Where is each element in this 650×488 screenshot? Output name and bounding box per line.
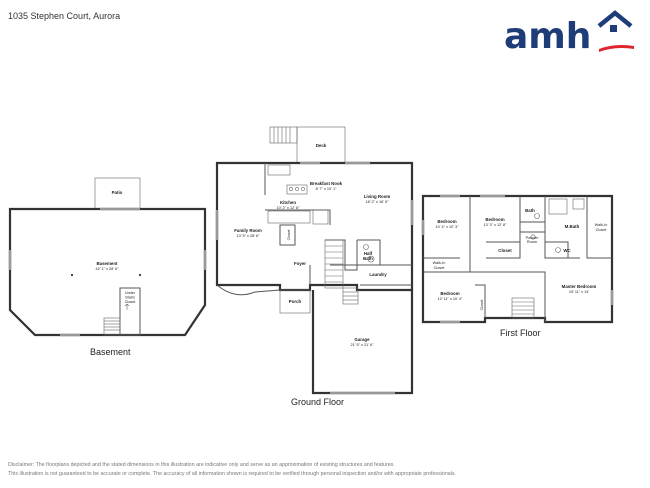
- property-address: 1035 Stephen Court, Aurora: [8, 11, 121, 21]
- breakfast-nook-label: Breakfast Nook: [310, 181, 343, 186]
- bedroom-b-dims: 13' 3" x 12' 8": [484, 223, 508, 227]
- first-closet-label: Closet: [498, 248, 512, 253]
- half-bath-wall: [357, 239, 381, 265]
- deck-label: Deck: [316, 143, 327, 148]
- half-bath-label-2: Bath: [363, 256, 373, 261]
- master-walk-in-label: Walk-In: [595, 223, 608, 227]
- kitchen-dims: 10' 2" x 12' 8": [277, 206, 301, 210]
- deck-stairs: [269, 126, 298, 144]
- under-stairs-closet-label-3: Closet: [125, 300, 137, 304]
- porch-label: Porch: [289, 299, 302, 304]
- basement-stairs: [103, 303, 130, 336]
- family-room-label: Family Room: [234, 228, 262, 233]
- under-stairs-closet-label: Under: [125, 291, 136, 295]
- under-stairs-closet-label-2: Stairs: [125, 296, 135, 300]
- half-bath-label: Half: [364, 251, 373, 256]
- bedroom-b-label: Bedroom: [485, 217, 504, 222]
- kitchen-counter-wall: [265, 209, 331, 225]
- amh-logo-text: amh: [504, 16, 591, 54]
- ground-closet-outline: [279, 224, 296, 246]
- first-floor-caption: First Floor: [500, 328, 541, 338]
- ground-closet-label: Closet: [287, 229, 291, 241]
- garage-dims: 21' 5" x 21' 6": [351, 343, 375, 347]
- amh-logo: amh: [503, 8, 638, 59]
- disclaimer-line-1: Disclaimer: The floorplans depicted and …: [8, 462, 395, 468]
- small-walk-in-label: Walk-In: [433, 261, 446, 265]
- kitchen-label: Kitchen: [280, 200, 296, 205]
- amh-logo-mark: amh: [504, 10, 634, 57]
- bedroom-a-dims: 10' 4" x 10' 3": [436, 225, 460, 229]
- bedroom-c-label: Bedroom: [440, 291, 459, 296]
- first-closet-outline: [486, 241, 521, 259]
- master-bedroom-label: Master Bedroom: [562, 284, 597, 289]
- disclaimer-line-2: This illustration is not guaranteed to b…: [8, 471, 457, 477]
- family-room-dims: 13' 5" x 28' 6": [237, 234, 261, 238]
- porch-outline: [279, 289, 311, 314]
- basement-outline: [8, 207, 207, 337]
- basement-room-label: Basement: [97, 261, 119, 266]
- ground-floor-stairs: [324, 239, 359, 305]
- basement-caption: Basement: [90, 347, 131, 357]
- bedroom-c-dims: 12' 11" x 10' 4": [438, 297, 463, 301]
- powder-room-label-2: Room: [527, 240, 537, 244]
- bedroom-a-label: Bedroom: [437, 219, 456, 224]
- kitchen-island: [286, 184, 308, 195]
- bath-label: Bath: [525, 208, 535, 213]
- small-walk-in-label-2: Closet: [434, 266, 446, 270]
- first-floor-stairs: [511, 297, 535, 319]
- breakfast-nook-dims: 8' 7" x 10' 1": [316, 187, 337, 191]
- first-floor-outline: [421, 194, 614, 324]
- patio-label: Patio: [112, 190, 123, 195]
- vertical-closet-label: Closet: [480, 299, 484, 311]
- vertical-closet-outline: [475, 284, 486, 318]
- living-room-dims: 18' 2" x 16' 5": [366, 200, 390, 204]
- ground-floor-caption: Ground Floor: [291, 397, 345, 407]
- powder-room-label: Powder: [526, 236, 540, 240]
- foyer-label: Foyer: [294, 261, 306, 266]
- master-walk-in-label-2: Closet: [596, 228, 608, 232]
- garage-label: Garage: [354, 337, 370, 342]
- basement-room-dims: 42' 1" x 28' 6": [96, 267, 120, 271]
- laundry-label: Laundry: [369, 272, 387, 277]
- first-floor-plan: Bedroom 10' 4" x 10' 3" Bedroom 13' 3" x…: [421, 194, 614, 324]
- under-stairs-closet-outline: [119, 287, 141, 336]
- tub: [548, 198, 568, 215]
- ground-floor-plan: Deck: [215, 126, 414, 395]
- family-room-bay: [216, 284, 281, 296]
- m-bath-label: M.Bath: [565, 224, 580, 229]
- living-room-label: Living Room: [364, 194, 391, 199]
- disclaimer: Disclaimer: The floorplans depicted and …: [8, 461, 608, 479]
- wc-label: WC: [563, 248, 571, 253]
- basement-plan: Patio Basement 42' 1" x 28' 6" Under Sta…: [8, 177, 207, 337]
- master-bedroom-dims: 15' 11" x 14': [569, 290, 590, 294]
